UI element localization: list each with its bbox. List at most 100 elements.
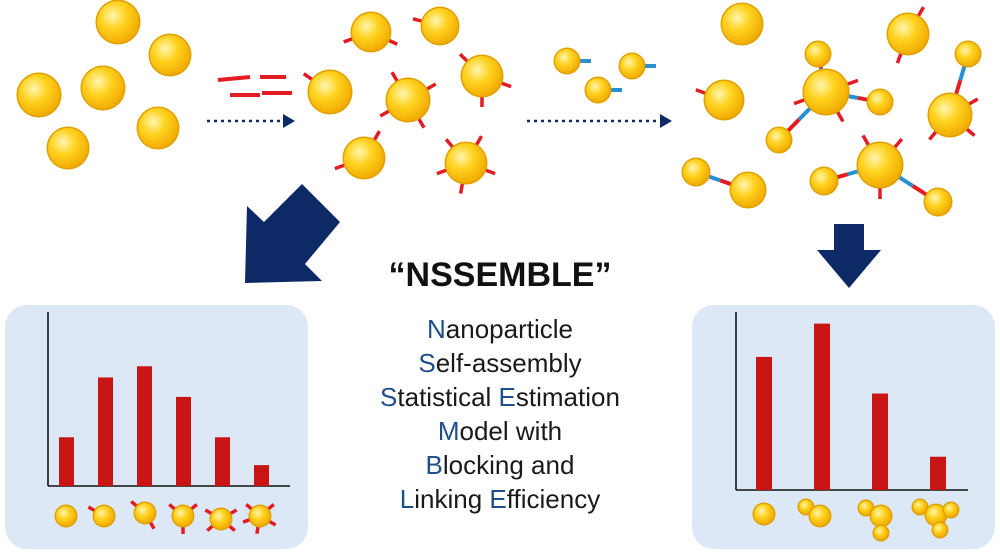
nanoparticle xyxy=(705,81,743,119)
nanoparticle xyxy=(620,54,644,78)
acronym-line-self-assembly: Self-assembly xyxy=(300,346,700,380)
acronym-letter: E xyxy=(498,382,516,412)
linker-molecule xyxy=(958,64,967,81)
acronym-line-nanoparticle: Nanoparticle xyxy=(300,312,700,346)
nanoparticle xyxy=(135,503,155,523)
acronym-text: odel with xyxy=(459,416,563,446)
acronym-text: locking and xyxy=(442,450,575,480)
acronym-letter: B xyxy=(425,450,443,480)
nanoparticle xyxy=(810,506,830,526)
nanoparticle xyxy=(344,138,384,178)
model-title: “NSSEMBLE” xyxy=(388,256,612,294)
linker-molecule xyxy=(797,106,813,121)
dotted-arrow-head xyxy=(660,114,672,128)
nanoparticle xyxy=(767,128,791,152)
acronym-letter: M xyxy=(437,416,460,446)
linker-molecule xyxy=(847,169,860,177)
acronym-letter: S xyxy=(418,348,436,378)
nanoparticle xyxy=(804,70,848,114)
nanoparticle xyxy=(82,67,124,109)
nanoparticle xyxy=(555,49,579,73)
linker-molecule xyxy=(897,175,914,188)
nanoparticle xyxy=(422,8,458,44)
acronym-text: inking xyxy=(414,484,490,514)
dotted-arrow-head xyxy=(283,114,295,128)
linker-molecule xyxy=(707,174,721,183)
nanoparticle xyxy=(858,143,902,187)
nanoparticle xyxy=(888,14,928,54)
chart-bar xyxy=(59,437,74,486)
nanoparticle xyxy=(250,506,270,526)
down-left-arrow xyxy=(245,184,340,283)
nanoparticle xyxy=(18,74,60,116)
acronym-text: fficiency xyxy=(506,484,601,514)
blocker-molecule xyxy=(835,172,849,180)
blocker-molecule xyxy=(719,178,733,187)
acronym-letter: N xyxy=(427,314,446,344)
nanoparticle xyxy=(352,13,390,51)
chart-bar xyxy=(756,356,772,490)
nanoparticle xyxy=(586,78,610,102)
acronym-expansion: Nanoparticle Self-assembly Statistical E… xyxy=(300,312,700,516)
nanoparticle xyxy=(811,168,837,194)
nanoparticle xyxy=(944,503,958,517)
acronym-letter: S xyxy=(380,382,398,412)
linker-molecule xyxy=(847,94,859,100)
nanoparticle xyxy=(799,500,813,514)
nanoparticle xyxy=(150,35,190,75)
acronym-letter: L xyxy=(399,484,415,514)
chart-bar xyxy=(98,377,113,486)
nanoparticle xyxy=(56,506,76,526)
chart-bar xyxy=(872,393,888,490)
chart-bar xyxy=(254,465,269,486)
nanoparticle xyxy=(97,1,139,43)
down-arrow xyxy=(817,224,881,288)
nanoparticle xyxy=(211,509,231,529)
histogram-panel-left xyxy=(5,305,308,549)
acronym-line-blocking-and: Blocking and xyxy=(300,448,700,482)
nanoparticle xyxy=(913,500,927,514)
acronym-text: stimation xyxy=(515,382,620,412)
nanoparticle xyxy=(722,4,762,44)
nanoparticle xyxy=(94,506,114,526)
free-blocker-molecule xyxy=(217,75,251,82)
acronym-text: anoparticle xyxy=(445,314,573,344)
blocker-molecule xyxy=(857,95,869,102)
blocker-molecule xyxy=(911,184,929,197)
nanoparticle xyxy=(859,501,873,515)
nanoparticle xyxy=(956,42,980,66)
blocker-molecule xyxy=(785,118,801,133)
chart-bar xyxy=(176,396,191,486)
nanoparticle xyxy=(925,189,951,215)
nanoparticle xyxy=(929,94,971,136)
nanoparticle xyxy=(871,506,891,526)
blocker-molecule xyxy=(954,79,963,96)
chart-bar xyxy=(814,323,830,490)
nanoparticle xyxy=(683,159,709,185)
nanoparticle xyxy=(754,504,774,524)
acronym-line-linking-efficiency: Linking Efficiency xyxy=(300,482,700,516)
nanoparticle xyxy=(868,90,892,114)
nanoparticle xyxy=(173,506,193,526)
nanoparticle xyxy=(874,526,888,540)
nanoparticle xyxy=(138,108,178,148)
chart-bar xyxy=(137,366,152,486)
acronym-text: elf-assembly xyxy=(435,348,582,378)
nanoparticle xyxy=(462,56,502,96)
nanoparticle xyxy=(731,173,765,207)
acronym-letter: E xyxy=(489,484,507,514)
chart-bar xyxy=(215,437,230,486)
nanoparticle xyxy=(48,128,88,168)
acronym-line-statistical-estimation: Statistical Estimation xyxy=(300,380,700,414)
chart-bar xyxy=(930,456,946,490)
nanoparticle xyxy=(309,71,351,113)
nanoparticle xyxy=(387,79,429,121)
nanoparticle xyxy=(926,505,946,525)
nanoparticle xyxy=(806,42,830,66)
nanoparticle xyxy=(446,143,486,183)
acronym-text: tatistical xyxy=(397,382,499,412)
nanoparticle xyxy=(933,523,947,537)
acronym-line-model-with: Model with xyxy=(300,414,700,448)
